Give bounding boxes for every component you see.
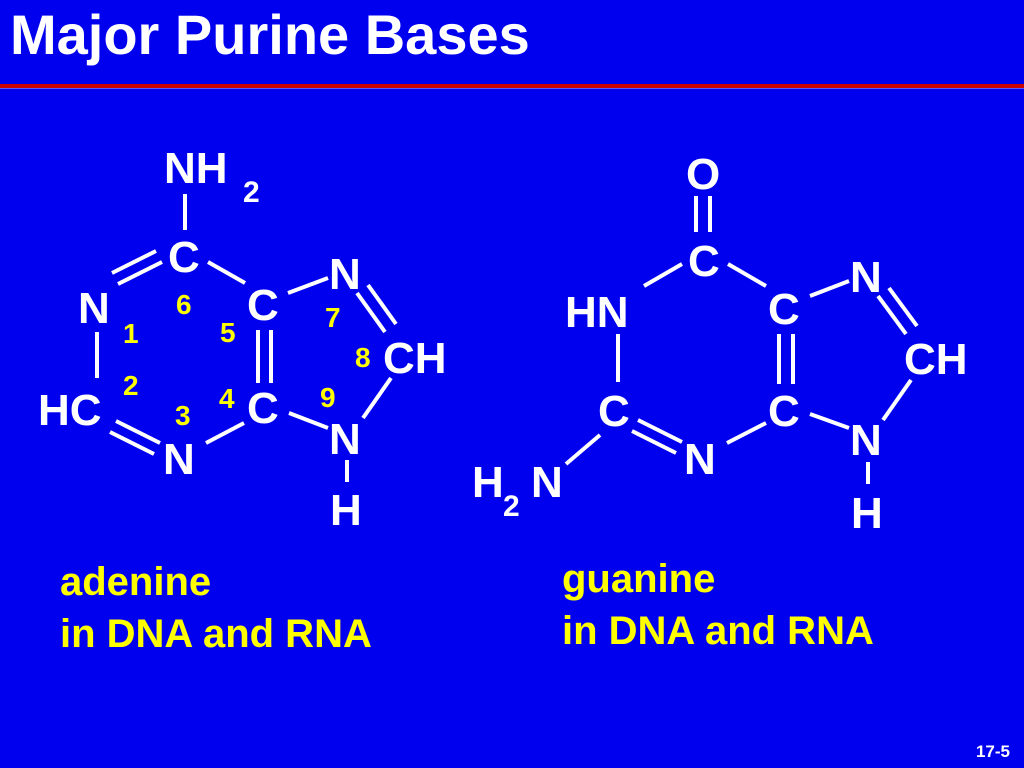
ring-number-3: 3 (175, 400, 191, 431)
bond-c6-c5 (726, 262, 768, 288)
atom-n1: N (78, 284, 110, 333)
bond-c5-n7 (287, 276, 329, 295)
ring-number-2: 2 (123, 370, 139, 401)
atom-n9: N (329, 415, 361, 464)
bond-c2-n3-a (631, 429, 677, 455)
bond-hc2-n3-a (109, 430, 155, 456)
adenine-ring-numbers: 1 2 3 4 5 6 7 8 9 (123, 289, 371, 431)
adenine-caption: adenine in DNA and RNA (60, 556, 372, 660)
bond-n7-c8-a (876, 294, 908, 336)
atom-n9: N (850, 416, 882, 465)
atom-c4: C (768, 387, 800, 436)
atom-n3: N (684, 435, 716, 484)
atom-c4: C (247, 384, 279, 433)
bond-c2-n3-b (637, 418, 683, 444)
bond-c6-hn1 (642, 262, 684, 288)
bond-c6-c5 (207, 260, 246, 285)
adenine-bonds (95, 194, 398, 482)
atom-h9: H (851, 489, 883, 538)
atom-c8: CH (904, 335, 968, 384)
adenine-structure: NH 2 C N C N CH HC C N N H 1 2 3 4 5 6 7 (38, 144, 447, 535)
atom-nh2-subscript: 2 (243, 176, 260, 209)
bond-n3-c4 (726, 421, 767, 445)
bond-n3-c4 (205, 421, 245, 445)
ring-number-7: 7 (325, 302, 341, 333)
bond-n7-c8-b (366, 283, 398, 326)
atom-c2: C (598, 387, 630, 436)
bond-c8-n9 (361, 376, 393, 420)
ring-number-1: 1 (123, 318, 139, 349)
guanine-bonds (564, 196, 919, 484)
guanine-structure: O C HN C N CH C C N N H H 2 N (472, 150, 968, 538)
ring-number-6: 6 (176, 289, 192, 320)
ring-number-8: 8 (355, 342, 371, 373)
guanine-atoms: O C HN C N CH C C N N H H 2 N (472, 150, 968, 538)
bond-n7-c8-b (887, 286, 919, 328)
bond-c2-nh2 (564, 433, 602, 466)
bond-c6-n1-b (111, 249, 157, 275)
adenine-occurrence: in DNA and RNA (60, 612, 372, 656)
atom-o: O (686, 150, 720, 199)
bond-n7-c8-a (355, 291, 387, 334)
atom-nh2: NH (164, 144, 228, 193)
atom-c5: C (247, 281, 279, 330)
bond-c4-n9 (809, 412, 850, 430)
atom-c5: C (768, 285, 800, 334)
bond-c6-n1-a (117, 260, 163, 286)
atom-c6: C (688, 237, 720, 286)
title-rule-highlight (0, 88, 1024, 89)
title-rule (0, 84, 1024, 88)
bond-c5-n7 (809, 279, 850, 298)
atom-h2n-n: N (531, 458, 563, 507)
bond-hc2-n3-b (115, 419, 161, 445)
ring-number-4: 4 (219, 383, 235, 414)
slide-title: Major Purine Bases (10, 3, 530, 66)
guanine-name: guanine (562, 557, 716, 601)
adenine-atoms: NH 2 C N C N CH HC C N N H (38, 144, 447, 535)
atom-c6: C (168, 233, 200, 282)
adenine-name: adenine (60, 560, 212, 604)
atom-h2n-subscript: 2 (503, 490, 520, 523)
guanine-occurrence: in DNA and RNA (562, 609, 874, 653)
atom-hc2: HC (38, 386, 102, 435)
atom-n7: N (329, 250, 361, 299)
bond-c4-n9 (288, 411, 329, 430)
atom-h9: H (330, 486, 362, 535)
ring-number-5: 5 (220, 317, 236, 348)
bond-c8-n9 (881, 378, 913, 422)
guanine-caption: guanine in DNA and RNA (562, 553, 874, 657)
atom-n3: N (163, 435, 195, 484)
atom-h2n-h: H (472, 458, 504, 507)
atom-c8: CH (383, 334, 447, 383)
atom-hn1: HN (565, 288, 629, 337)
ring-number-9: 9 (320, 382, 336, 413)
slide-number: 17-5 (975, 742, 1010, 761)
atom-n7: N (850, 253, 882, 302)
